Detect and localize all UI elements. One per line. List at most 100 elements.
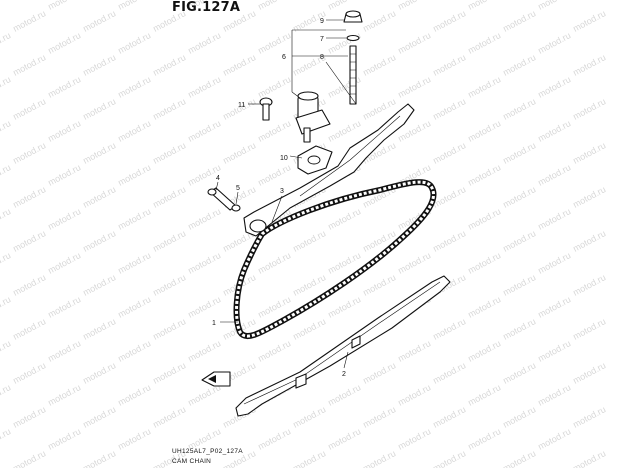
- watermark-text: motod.ru: [501, 448, 537, 468]
- watermark-text: motod.ru: [501, 272, 537, 298]
- washer-7: [346, 34, 360, 42]
- callout-5: 5: [236, 185, 240, 192]
- watermark-text: motod.ru: [431, 448, 467, 468]
- watermark-text: motod.ru: [501, 228, 537, 254]
- watermark-text: motod.ru: [396, 30, 432, 56]
- watermark-text: motod.ru: [326, 206, 362, 232]
- watermark-text: motod.ru: [151, 360, 187, 386]
- watermark-text: motod.ru: [396, 250, 432, 276]
- watermark-text: motod.ru: [326, 118, 362, 144]
- watermark-text: motod.ru: [0, 426, 12, 452]
- watermark-text: motod.ru: [81, 448, 117, 468]
- callout-6: 6: [282, 54, 286, 61]
- watermark-text: motod.ru: [186, 118, 222, 144]
- watermark-text: motod.ru: [256, 338, 292, 364]
- watermark-text: motod.ru: [431, 360, 467, 386]
- watermark-text: motod.ru: [571, 360, 607, 386]
- watermark-text: motod.ru: [116, 30, 152, 56]
- watermark-text: motod.ru: [46, 338, 82, 364]
- watermark-text: motod.ru: [11, 448, 47, 468]
- watermark-text: motod.ru: [396, 338, 432, 364]
- watermark-text: motod.ru: [536, 206, 572, 232]
- watermark-text: motod.ru: [46, 382, 82, 408]
- watermark-text: motod.ru: [0, 206, 12, 232]
- watermark-text: motod.ru: [0, 0, 12, 12]
- watermark-text: motod.ru: [431, 140, 467, 166]
- watermark-text: motod.ru: [431, 52, 467, 78]
- watermark-text: motod.ru: [361, 404, 397, 430]
- watermark-text: motod.ru: [431, 228, 467, 254]
- watermark-text: motod.ru: [81, 52, 117, 78]
- watermark-text: motod.ru: [466, 382, 502, 408]
- watermark-text: motod.ru: [0, 294, 12, 320]
- watermark-text: motod.ru: [256, 162, 292, 188]
- tensioner-gasket: [297, 145, 333, 175]
- washer-5: [231, 204, 241, 212]
- watermark-text: motod.ru: [0, 338, 12, 364]
- watermark-text: motod.ru: [46, 294, 82, 320]
- watermark-text: motod.ru: [151, 140, 187, 166]
- watermark-text: motod.ru: [0, 74, 12, 100]
- watermark-text: motod.ru: [256, 250, 292, 276]
- watermark-text: motod.ru: [536, 0, 572, 12]
- watermark-text: motod.ru: [431, 8, 467, 34]
- watermark-text: motod.ru: [536, 426, 572, 452]
- watermark-text: motod.ru: [46, 74, 82, 100]
- watermark-text: motod.ru: [466, 162, 502, 188]
- watermark-text: motod.ru: [11, 96, 47, 122]
- watermark-text: motod.ru: [0, 162, 12, 188]
- watermark-text: motod.ru: [326, 382, 362, 408]
- watermark-text: motod.ru: [326, 294, 362, 320]
- arrow-front-icon: [201, 371, 231, 387]
- watermark-text: motod.ru: [256, 74, 292, 100]
- watermark-text: motod.ru: [501, 140, 537, 166]
- watermark-text: motod.ru: [116, 162, 152, 188]
- watermark-text: motod.ru: [221, 140, 257, 166]
- watermark-text: motod.ru: [501, 360, 537, 386]
- watermark-text: motod.ru: [81, 184, 117, 210]
- watermark-text: motod.ru: [291, 448, 327, 468]
- watermark-text: motod.ru: [116, 206, 152, 232]
- callout-10: 10: [280, 155, 288, 162]
- watermark-text: motod.ru: [46, 250, 82, 276]
- watermark-text: motod.ru: [46, 162, 82, 188]
- watermark-text: motod.ru: [466, 206, 502, 232]
- watermark-text: motod.ru: [396, 0, 432, 12]
- watermark-text: motod.ru: [256, 0, 292, 12]
- watermark-text: motod.ru: [81, 228, 117, 254]
- watermark-text: motod.ru: [326, 30, 362, 56]
- tensioner-body: [295, 91, 331, 143]
- watermark-text: motod.ru: [431, 404, 467, 430]
- watermark-text: motod.ru: [536, 162, 572, 188]
- watermark-text: motod.ru: [116, 294, 152, 320]
- watermark-text: motod.ru: [256, 118, 292, 144]
- watermark-text: motod.ru: [396, 74, 432, 100]
- tensioner-arm: [243, 103, 415, 237]
- watermark-text: motod.ru: [536, 118, 572, 144]
- watermark-text: motod.ru: [11, 228, 47, 254]
- watermark-text: motod.ru: [571, 140, 607, 166]
- callout-4: 4: [216, 175, 220, 182]
- watermark-text: motod.ru: [536, 294, 572, 320]
- watermark-text: motod.ru: [151, 316, 187, 342]
- watermark-text: motod.ru: [116, 118, 152, 144]
- watermark-text: motod.ru: [501, 8, 537, 34]
- watermark-text: motod.ru: [116, 250, 152, 276]
- callout-2: 2: [342, 371, 346, 378]
- watermark-text: motod.ru: [466, 74, 502, 100]
- watermark-text: motod.ru: [46, 426, 82, 452]
- watermark-text: motod.ru: [571, 8, 607, 34]
- watermark-text: motod.ru: [116, 426, 152, 452]
- watermark-text: motod.ru: [46, 30, 82, 56]
- watermark-text: motod.ru: [571, 316, 607, 342]
- watermark-text: motod.ru: [186, 338, 222, 364]
- watermark-text: motod.ru: [81, 96, 117, 122]
- watermark-text: motod.ru: [466, 250, 502, 276]
- callout-1: 1: [212, 320, 216, 327]
- watermark-text: motod.ru: [431, 96, 467, 122]
- watermark-text: motod.ru: [11, 184, 47, 210]
- watermark-text: motod.ru: [151, 96, 187, 122]
- watermark-text: motod.ru: [466, 118, 502, 144]
- watermark-text: motod.ru: [11, 52, 47, 78]
- watermark-text: motod.ru: [256, 426, 292, 452]
